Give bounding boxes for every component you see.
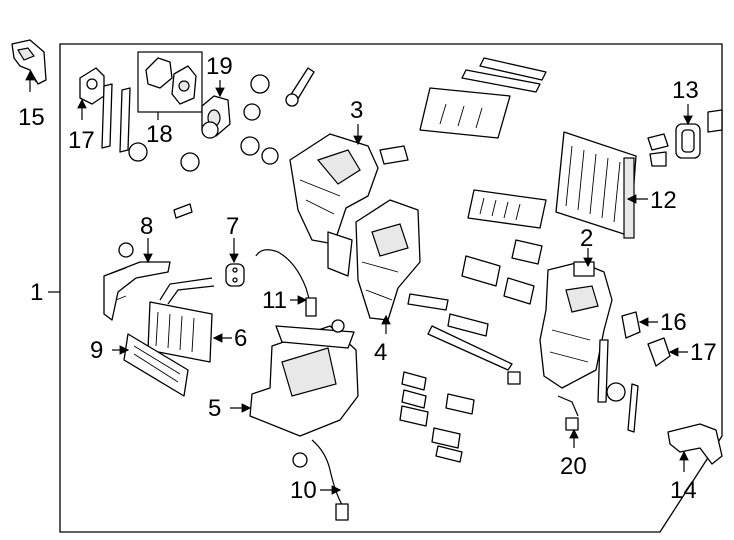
part-17-actuator-left[interactable]: [79, 67, 105, 105]
part-18-group-box: [137, 51, 203, 113]
callout-19[interactable]: 19: [206, 53, 233, 80]
link-rod-upper: [101, 83, 113, 149]
part-18-motor-assembly[interactable]: [145, 57, 197, 105]
part-14-duct[interactable]: [667, 423, 723, 465]
part-10-drain-hose[interactable]: [292, 439, 349, 521]
callout-15[interactable]: 15: [18, 104, 45, 131]
callout-14[interactable]: 14: [670, 477, 697, 504]
part-13-seal[interactable]: [647, 109, 723, 167]
link-rod-long: [119, 87, 131, 153]
callout-17-right[interactable]: 17: [690, 339, 717, 366]
actuator-group-center: [399, 239, 543, 463]
part-3-upper-housing[interactable]: [289, 133, 379, 277]
part-17-actuator-right[interactable]: [647, 337, 671, 367]
callout-9[interactable]: 9: [90, 337, 103, 364]
part-4-center-housing[interactable]: [355, 199, 421, 321]
callout-5[interactable]: 5: [208, 395, 221, 422]
callout-3[interactable]: 3: [350, 97, 363, 124]
clip-hardware-group: [118, 67, 315, 258]
assembly-border: [59, 43, 723, 533]
part-7-gasket[interactable]: [225, 263, 245, 287]
callout-11[interactable]: 11: [262, 287, 287, 314]
callout-16[interactable]: 16: [660, 309, 687, 336]
filter-tray-group: [379, 57, 547, 229]
callout-13[interactable]: 13: [672, 77, 699, 104]
part-2-right-housing[interactable]: [539, 261, 613, 389]
callout-6[interactable]: 6: [234, 325, 247, 352]
callout-1[interactable]: 1: [30, 279, 43, 306]
callout-8[interactable]: 8: [140, 213, 153, 240]
part-11-hose[interactable]: [255, 249, 317, 317]
callout-2[interactable]: 2: [580, 225, 593, 252]
callout-18[interactable]: 18: [146, 121, 173, 148]
part-15-bracket[interactable]: [11, 39, 47, 85]
part-6-heater-core[interactable]: [147, 277, 215, 363]
part-20-connector[interactable]: [557, 395, 579, 431]
callout-4[interactable]: 4: [374, 339, 387, 366]
callout-10[interactable]: 10: [290, 477, 317, 504]
part-5-lower-case[interactable]: [249, 319, 359, 437]
callout-12[interactable]: 12: [650, 187, 677, 214]
callout-17-left[interactable]: 17: [68, 127, 95, 154]
part-16-sensor[interactable]: [621, 311, 641, 339]
callout-20[interactable]: 20: [560, 453, 587, 480]
part-12-evaporator-core[interactable]: [555, 131, 637, 239]
misc-hardware-right: [597, 339, 639, 433]
callout-7[interactable]: 7: [226, 213, 239, 240]
